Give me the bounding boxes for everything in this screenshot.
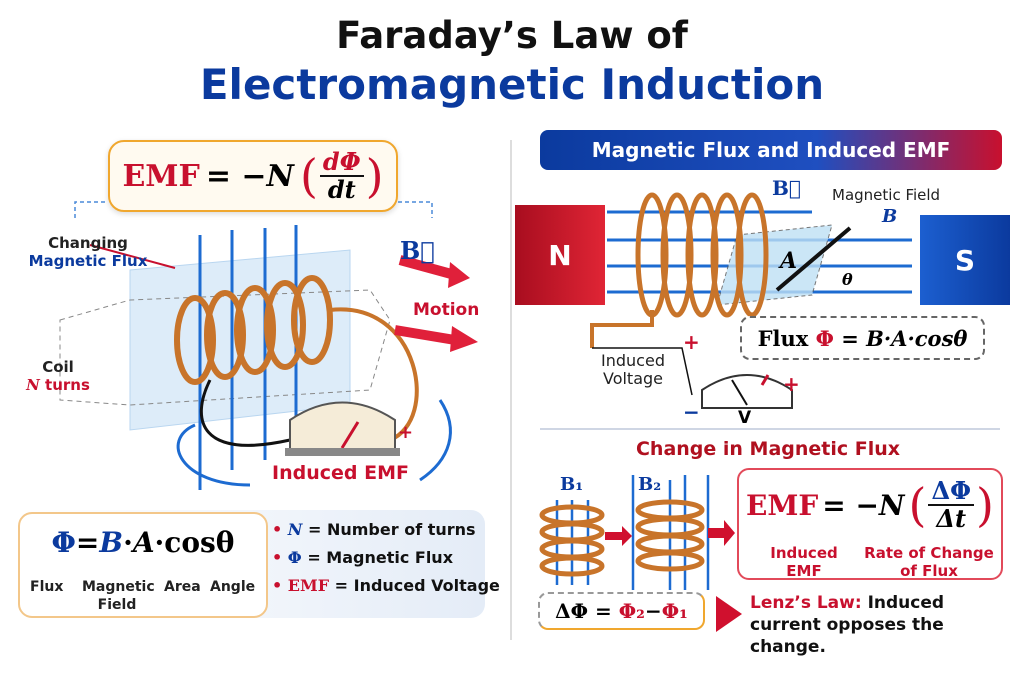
denominator: dt — [327, 175, 356, 204]
coil-turns — [174, 275, 333, 385]
voltmeter-label: V — [738, 408, 752, 428]
b-vector-label: B⃗ — [772, 176, 801, 200]
field-lines — [198, 225, 298, 490]
coil-diagram: + — [59, 201, 478, 490]
arrow-icon — [716, 596, 742, 632]
equals-minus-n: = −N — [205, 158, 294, 194]
plus-terminal: + — [683, 330, 700, 354]
induced-emf-label: Induced EMF — [272, 462, 409, 484]
b-vector-label: B⃗ — [400, 236, 435, 265]
magnetic-field-label: Magnetic Field — [832, 186, 941, 204]
emf-symbol: EMF — [122, 158, 200, 194]
svg-text:+: + — [398, 422, 413, 443]
magnet-s: S — [920, 215, 1010, 305]
section-banner: Magnetic Flux and Induced EMF — [540, 130, 1002, 170]
coils-comparison — [539, 475, 735, 590]
induced-emf-label: Induced EMF — [770, 544, 838, 580]
area-label: A — [780, 248, 798, 274]
flux-label: Flux — [30, 579, 64, 595]
magnet-diagram — [590, 192, 912, 409]
delta-phi-box: ΔΦ = Φ₂−Φ₁ — [538, 592, 705, 630]
rate-of-change-label: Rate of Change of Flux — [864, 544, 994, 580]
plus-terminal-2: + — [783, 372, 800, 396]
motion-label: Motion — [413, 300, 480, 320]
numerator: dΦ — [319, 149, 364, 177]
meter-icon — [285, 401, 400, 456]
legend-item: • EMF = Induced Voltage — [272, 576, 500, 595]
lenz-law: Lenz’s Law: Induced current opposes the … — [750, 593, 945, 657]
b-label: B — [882, 206, 898, 227]
divider — [510, 140, 512, 640]
flux-formula-box: Φ=B·A·cosθ Flux Magnetic Field Area Angl… — [18, 512, 268, 618]
minus-terminal: − — [683, 400, 700, 424]
field-label: Magnetic Field — [82, 579, 155, 613]
angle-label: Angle — [210, 579, 256, 595]
b1-label: B₁ — [560, 474, 584, 495]
title-line2: Electromagnetic Induction — [199, 60, 825, 109]
legend-item: • Φ = Magnetic Flux — [272, 548, 454, 567]
legend-item: • N = Number of turns — [272, 520, 476, 539]
theta-label: θ — [842, 270, 853, 289]
area-label: Area — [164, 579, 201, 595]
title-line1: Faraday’s Law of — [336, 14, 688, 57]
flux-formula-box: Flux Φ = B·A·cosθ — [740, 316, 985, 360]
b2-label: B₂ — [638, 474, 662, 495]
legend-list: • N = Number of turns • Φ = Magnetic Flu… — [272, 516, 500, 600]
section-divider — [540, 428, 1000, 430]
magnet-n: N — [515, 205, 605, 305]
voltmeter-icon — [701, 374, 793, 409]
change-title: Change in Magnetic Flux — [635, 438, 901, 460]
